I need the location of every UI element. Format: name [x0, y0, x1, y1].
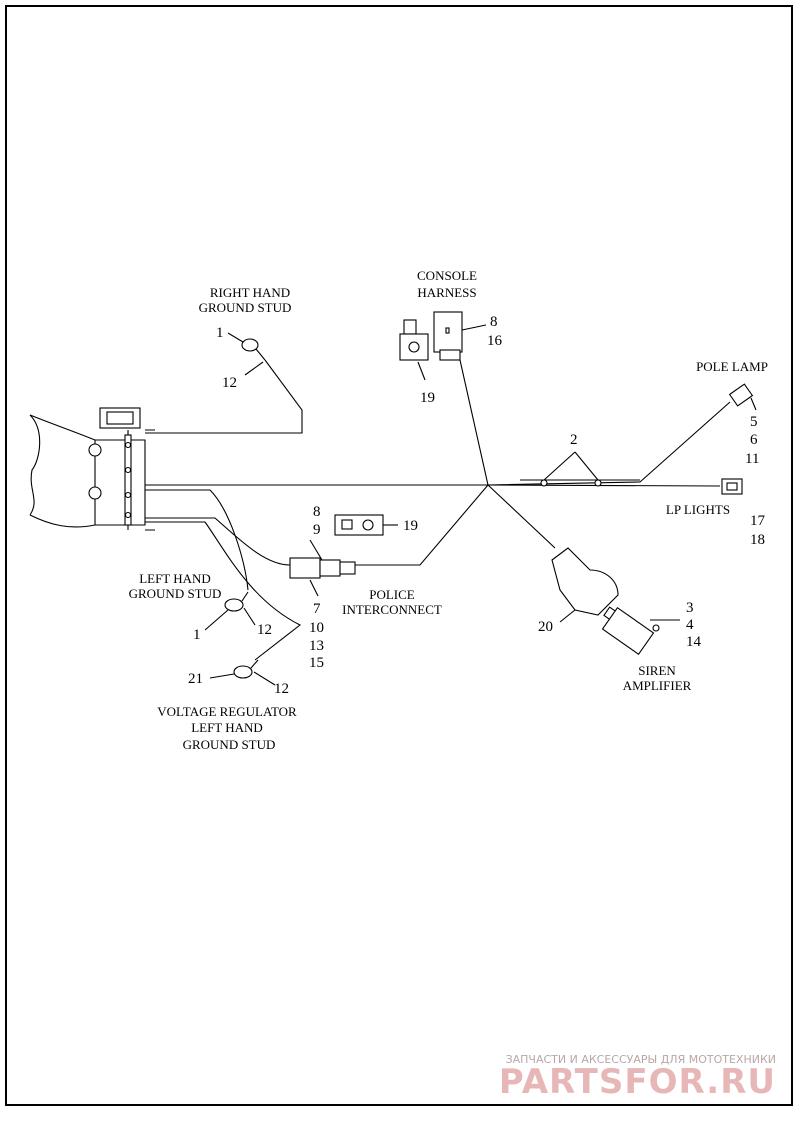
harness-clips: [540, 451, 602, 487]
svg-text:19: 19: [420, 390, 435, 406]
svg-text:15: 15: [309, 655, 324, 671]
callouts-police-interconnect: 8 9 19 7 10 13 15: [309, 504, 418, 671]
svg-text:VOLTAGE REGULATOR: VOLTAGE REGULATOR: [157, 704, 297, 719]
svg-text:GROUND STUD: GROUND STUD: [199, 300, 292, 315]
svg-text:6: 6: [750, 432, 758, 448]
pole-lamp-connector: [728, 383, 757, 411]
svg-text:GROUND STUD: GROUND STUD: [183, 737, 276, 752]
callouts-lp-lights: 17 18: [750, 513, 766, 548]
callouts-lh-stud: 1 12: [193, 622, 272, 643]
svg-text:12: 12: [222, 375, 237, 391]
svg-text:13: 13: [309, 638, 324, 654]
console-connectors: [399, 311, 487, 381]
svg-text:12: 12: [257, 622, 272, 638]
frame-bracket: [29, 407, 155, 531]
svg-text:8: 8: [490, 314, 498, 330]
svg-text:1: 1: [216, 325, 224, 341]
label-siren-amplifier: SIREN AMPLIFIER: [623, 663, 692, 693]
siren-amplifier-assembly: [551, 547, 680, 656]
callouts-siren: 20 3 4 14: [538, 600, 702, 650]
watermark: ЗАПЧАСТИ И АКСЕССУАРЫ ДЛЯ МОТОТЕХНИКИ PA…: [499, 1053, 776, 1102]
label-voltage-regulator: VOLTAGE REGULATOR LEFT HAND GROUND STUD: [157, 704, 297, 752]
svg-text:12: 12: [274, 681, 289, 697]
svg-text:18: 18: [750, 532, 765, 548]
callouts-pole-lamp: 5 6 11: [745, 414, 759, 467]
svg-text:RIGHT HAND: RIGHT HAND: [210, 285, 290, 300]
vr-ground-ring: [209, 659, 276, 686]
svg-text:8: 8: [313, 504, 321, 520]
callouts-vr-stud: 21 12: [188, 671, 289, 697]
svg-text:2: 2: [570, 432, 578, 448]
svg-text:POLICE: POLICE: [369, 587, 415, 602]
svg-text:LEFT HAND: LEFT HAND: [191, 720, 263, 735]
svg-text:CONSOLE: CONSOLE: [417, 268, 477, 283]
svg-text:INTERCONNECT: INTERCONNECT: [342, 602, 442, 617]
svg-text:ЗАПЧАСТИ И АКСЕССУАРЫ ДЛЯ МОТО: ЗАПЧАСТИ И АКСЕССУАРЫ ДЛЯ МОТОТЕХНИКИ: [506, 1053, 776, 1066]
svg-text:14: 14: [686, 634, 702, 650]
svg-text:POLE LAMP: POLE LAMP: [696, 359, 768, 374]
lp-lights-connector: [721, 478, 743, 495]
callouts-rh-stud: 1 12: [216, 325, 237, 391]
svg-text:9: 9: [313, 522, 321, 538]
drawing-frame: [5, 5, 793, 1106]
label-police-interconnect: POLICE INTERCONNECT: [342, 587, 442, 617]
svg-text:7: 7: [313, 601, 321, 617]
svg-text:4: 4: [686, 617, 694, 633]
svg-text:21: 21: [188, 671, 203, 687]
svg-text:LP LIGHTS: LP LIGHTS: [666, 502, 730, 517]
svg-text:5: 5: [750, 414, 758, 430]
label-lp-lights: LP LIGHTS: [666, 502, 730, 517]
svg-text:20: 20: [538, 619, 553, 635]
svg-text:SIREN: SIREN: [638, 663, 676, 678]
label-console-harness: CONSOLE HARNESS: [417, 268, 477, 300]
label-left-hand-ground-stud: LEFT HAND GROUND STUD: [129, 571, 222, 601]
svg-text:LEFT HAND: LEFT HAND: [139, 571, 211, 586]
svg-text:17: 17: [750, 513, 766, 529]
svg-text:11: 11: [745, 451, 759, 467]
svg-text:10: 10: [309, 620, 324, 636]
svg-text:19: 19: [403, 518, 418, 534]
svg-text:GROUND STUD: GROUND STUD: [129, 586, 222, 601]
label-right-hand-ground-stud: RIGHT HAND GROUND STUD: [199, 285, 292, 315]
svg-text:16: 16: [487, 333, 503, 349]
svg-text:AMPLIFIER: AMPLIFIER: [623, 678, 692, 693]
svg-text:1: 1: [193, 627, 201, 643]
lh-ground-ring: [204, 591, 256, 631]
svg-text:3: 3: [686, 600, 694, 616]
label-pole-lamp: POLE LAMP: [696, 359, 768, 374]
wire-harness: [145, 359, 731, 661]
callouts-console: 19 8 16: [420, 314, 503, 406]
callouts-clips: 2: [570, 432, 578, 448]
rh-ground-ring: [227, 332, 266, 376]
svg-text:HARNESS: HARNESS: [417, 285, 476, 300]
police-interconnect-connector: [289, 514, 398, 597]
svg-text:PARTSFOR.RU: PARTSFOR.RU: [499, 1062, 776, 1102]
